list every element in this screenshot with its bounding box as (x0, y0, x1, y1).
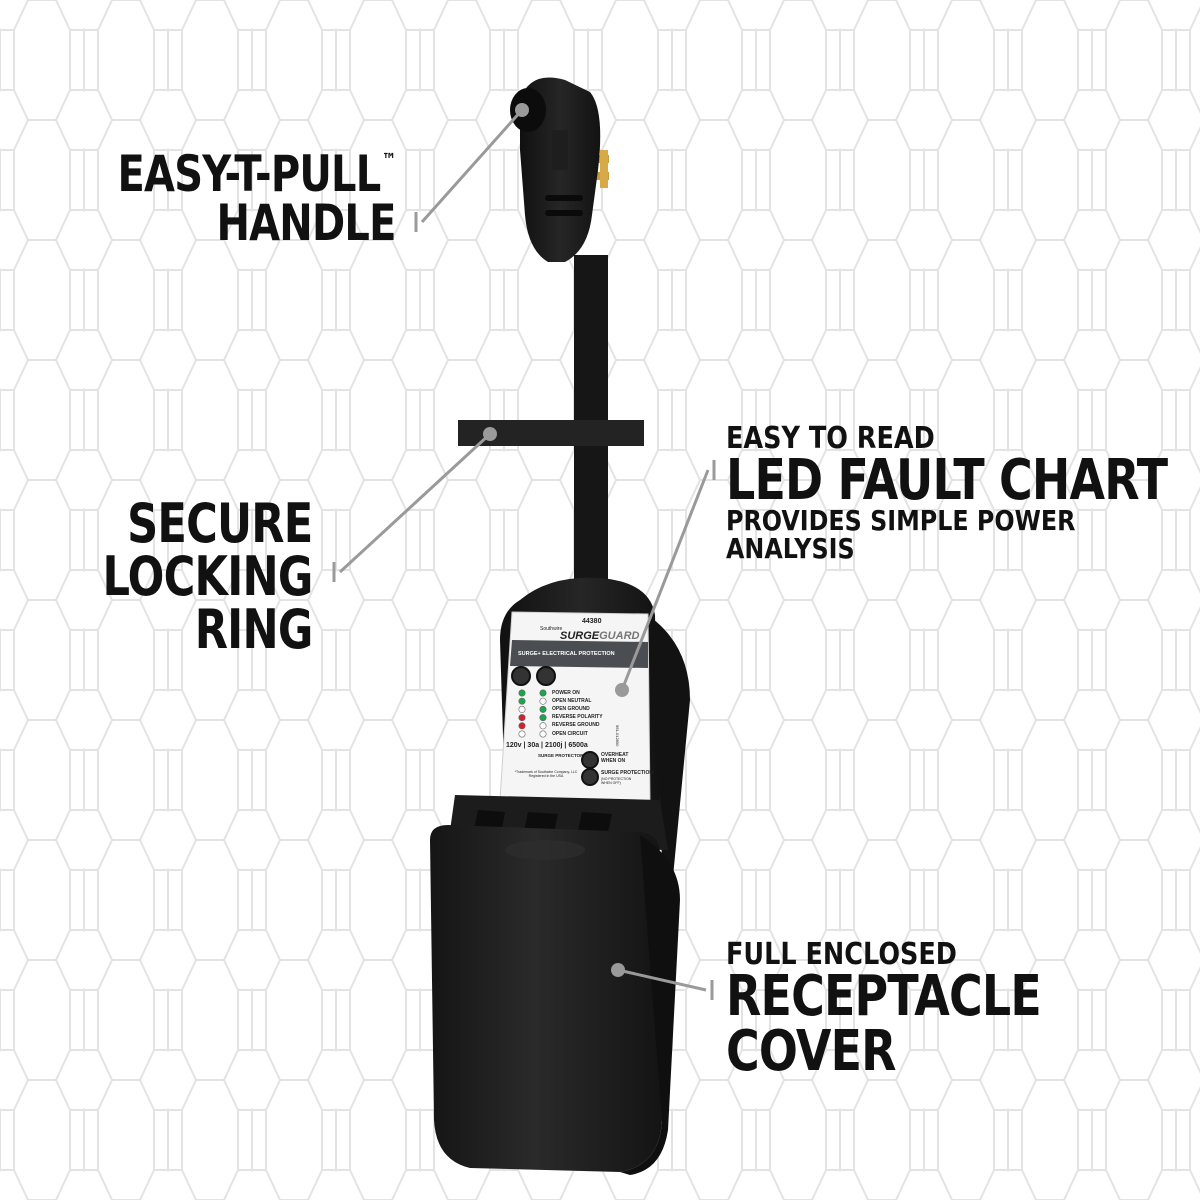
indicator-label: OPEN GROUND (552, 705, 590, 712)
brand-surge: SURGE (560, 630, 600, 642)
callout-receptacle-cover: FULL ENCLOSED RECEPTACLE COVER (726, 940, 1110, 1080)
led-main: LED FAULT CHART (726, 448, 1168, 513)
led-right-0 (539, 689, 547, 697)
trademark-note: *Trademark of Southwire Company, LLC Reg… (514, 770, 578, 779)
ring-line3: RING (194, 597, 313, 661)
handle-line2: HANDLE (216, 194, 397, 252)
led-left-1 (518, 697, 526, 705)
handle-line1-text: EASY-T-PULL (117, 145, 382, 203)
brand-guard: GUARD (599, 630, 640, 642)
led-right-5 (539, 730, 547, 738)
brand-small: Southwire (540, 626, 563, 632)
led-fault-chart-panel (499, 611, 651, 803)
ratings: 120v | 30a | 2100j | 6500a (506, 742, 588, 749)
indicator-label: POWER ON (552, 689, 580, 696)
led-left-3 (518, 714, 526, 722)
indicator-label: REVERSE POLARITY (552, 714, 603, 721)
led-right-3 (539, 714, 547, 722)
indicator-label: REVERSE GROUND (552, 722, 600, 729)
led-pre: EASY TO READ (726, 421, 935, 456)
ratings-subtitle: SURGE PROTECTOR (538, 753, 584, 758)
callout-handle: EASY-T-PULL™ HANDLE (118, 149, 397, 252)
surge-sublabel: (NO PROTECTION WHEN OFF) (601, 777, 632, 785)
surge-indicator (581, 768, 599, 786)
led-right-2 (539, 705, 547, 713)
tagline: SURGE+ ELECTRICAL PROTECTION (518, 651, 615, 657)
cover-main2: COVER (726, 1018, 896, 1084)
cover-main1: RECEPTACLE (726, 964, 1042, 1029)
indicator-leds (518, 689, 547, 738)
overheat-label: OVERHEAT WHEN ON (601, 752, 629, 764)
callout-led-fault-chart: EASY TO READ LED FAULT CHART PROVIDES SI… (726, 424, 1200, 563)
led-left-2 (518, 705, 526, 713)
led-post: PROVIDES SIMPLE POWER ANALYSIS (726, 504, 1076, 566)
led-left-5 (518, 730, 526, 738)
ring-line1: SECURE (126, 492, 313, 555)
receptacle-cover (430, 825, 680, 1175)
led-right-1 (539, 697, 547, 705)
handle-line1: EASY-T-PULL™ (118, 149, 397, 199)
plug-handle (510, 77, 601, 262)
led-right-4 (539, 722, 547, 730)
indicator-label: OPEN NEUTRAL (552, 697, 592, 704)
model-number: 44380 (582, 618, 602, 625)
trademark-symbol: ™ (382, 150, 396, 171)
brand-logo: SURGEGUARD (560, 630, 639, 642)
surge-label: SURGE PROTECTION (601, 770, 653, 776)
callout-locking-ring: SECURE LOCKING RING (102, 492, 313, 661)
led-left-0 (518, 689, 526, 697)
part-number: 561-012890 (615, 725, 620, 747)
led-left-4 (518, 722, 526, 730)
indicator-label: OPEN CIRCUIT (552, 730, 588, 737)
cover-pre: FULL ENCLOSED (726, 937, 957, 972)
ring-line2: LOCKING (102, 544, 313, 608)
